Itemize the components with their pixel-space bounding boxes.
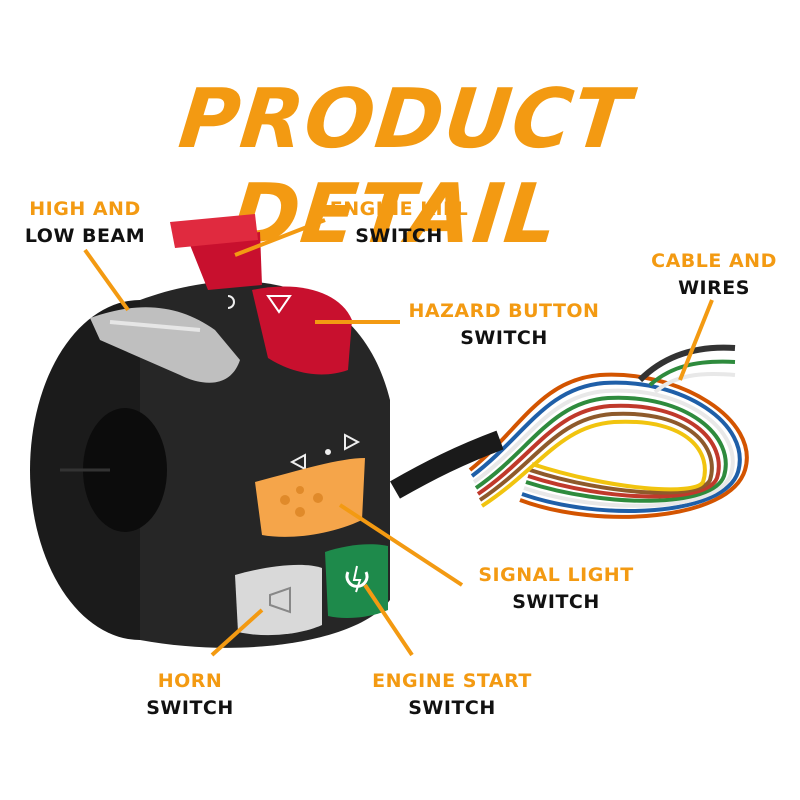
label-cable-wires: CABLE AND WIRES: [648, 248, 780, 302]
label-high-low-beam: HIGH AND LOW BEAM: [20, 196, 150, 250]
label-line: SWITCH: [355, 225, 443, 247]
engine-kill-switch: [170, 214, 262, 290]
label-line: WIRES: [678, 277, 750, 299]
label-line: CABLE AND: [651, 250, 777, 272]
label-line: HIGH AND: [29, 198, 141, 220]
leader-high-low-beam: [83, 248, 130, 312]
label-line: SWITCH: [512, 591, 600, 613]
cable-wires: [468, 344, 749, 519]
label-signal-light: SIGNAL LIGHT SWITCH: [466, 562, 646, 616]
label-horn: HORN SWITCH: [130, 668, 250, 722]
label-engine-start: ENGINE START SWITCH: [362, 668, 542, 722]
leader-horn: [210, 608, 264, 657]
label-line: LOW BEAM: [24, 225, 146, 247]
engine-start-button: [325, 544, 388, 618]
horn-icon: [269, 586, 291, 614]
cable-sheath: [390, 430, 504, 499]
label-line: HORN: [157, 670, 223, 692]
label-line: SWITCH: [408, 697, 496, 719]
label-hazard: HAZARD BUTTON SWITCH: [404, 298, 604, 352]
hazard-button: [252, 286, 352, 375]
beam-switch: [90, 295, 240, 383]
handlebar-hole: [83, 408, 167, 532]
leader-lines: [83, 218, 714, 657]
label-line: SWITCH: [460, 327, 548, 349]
label-line: SIGNAL LIGHT: [478, 564, 634, 586]
label-engine-kill: ENGINE KILL SWITCH: [324, 196, 474, 250]
leader-engine-kill: [234, 218, 326, 257]
horn-button: [235, 564, 322, 636]
label-line: SWITCH: [146, 697, 234, 719]
signal-light-switch: [255, 458, 365, 537]
leader-cable: [678, 299, 714, 381]
label-line: HAZARD BUTTON: [408, 300, 600, 322]
hazard-icon: [266, 295, 292, 314]
label-line: ENGINE START: [372, 670, 532, 692]
leader-signal-light: [338, 503, 464, 587]
beam-icon: [227, 295, 235, 309]
label-line: ENGINE KILL: [329, 198, 469, 220]
turn-arrow-icon: [289, 433, 361, 471]
leader-engine-start: [363, 583, 414, 657]
